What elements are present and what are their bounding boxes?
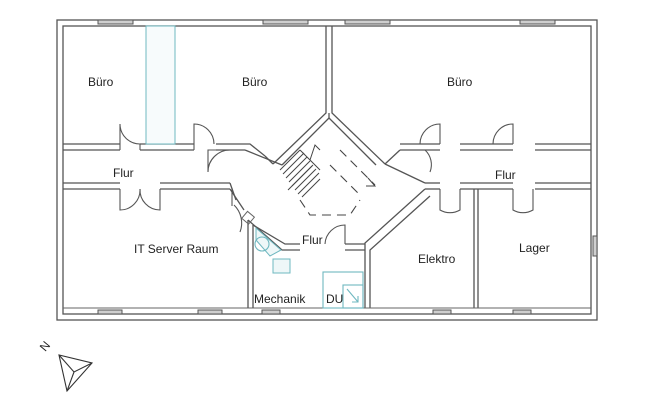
room-label-flur-center: Flur	[302, 233, 323, 247]
north-arrow-icon: N	[37, 338, 94, 393]
interior-walls	[63, 26, 591, 309]
room-label-flur-left: Flur	[113, 166, 134, 180]
room-label-lager: Lager	[519, 241, 550, 255]
room-label-mechanik: Mechanik	[254, 292, 306, 306]
windows	[97, 19, 598, 315]
room-label-buero-3: Büro	[447, 75, 473, 89]
fixtures	[145, 25, 364, 309]
room-label-du: DU	[326, 292, 343, 306]
doors	[119, 123, 534, 245]
room-label-elektro: Elektro	[418, 252, 456, 266]
room-labels: Büro Büro Büro Flur Flur Flur IT Server …	[88, 75, 550, 306]
room-label-buero-1: Büro	[88, 75, 114, 89]
north-label: N	[37, 338, 53, 354]
room-label-it-server-raum: IT Server Raum	[134, 242, 218, 256]
room-label-buero-2: Büro	[242, 75, 268, 89]
stairs	[279, 144, 377, 216]
room-label-flur-right: Flur	[495, 168, 516, 182]
outer-walls	[56, 19, 598, 321]
